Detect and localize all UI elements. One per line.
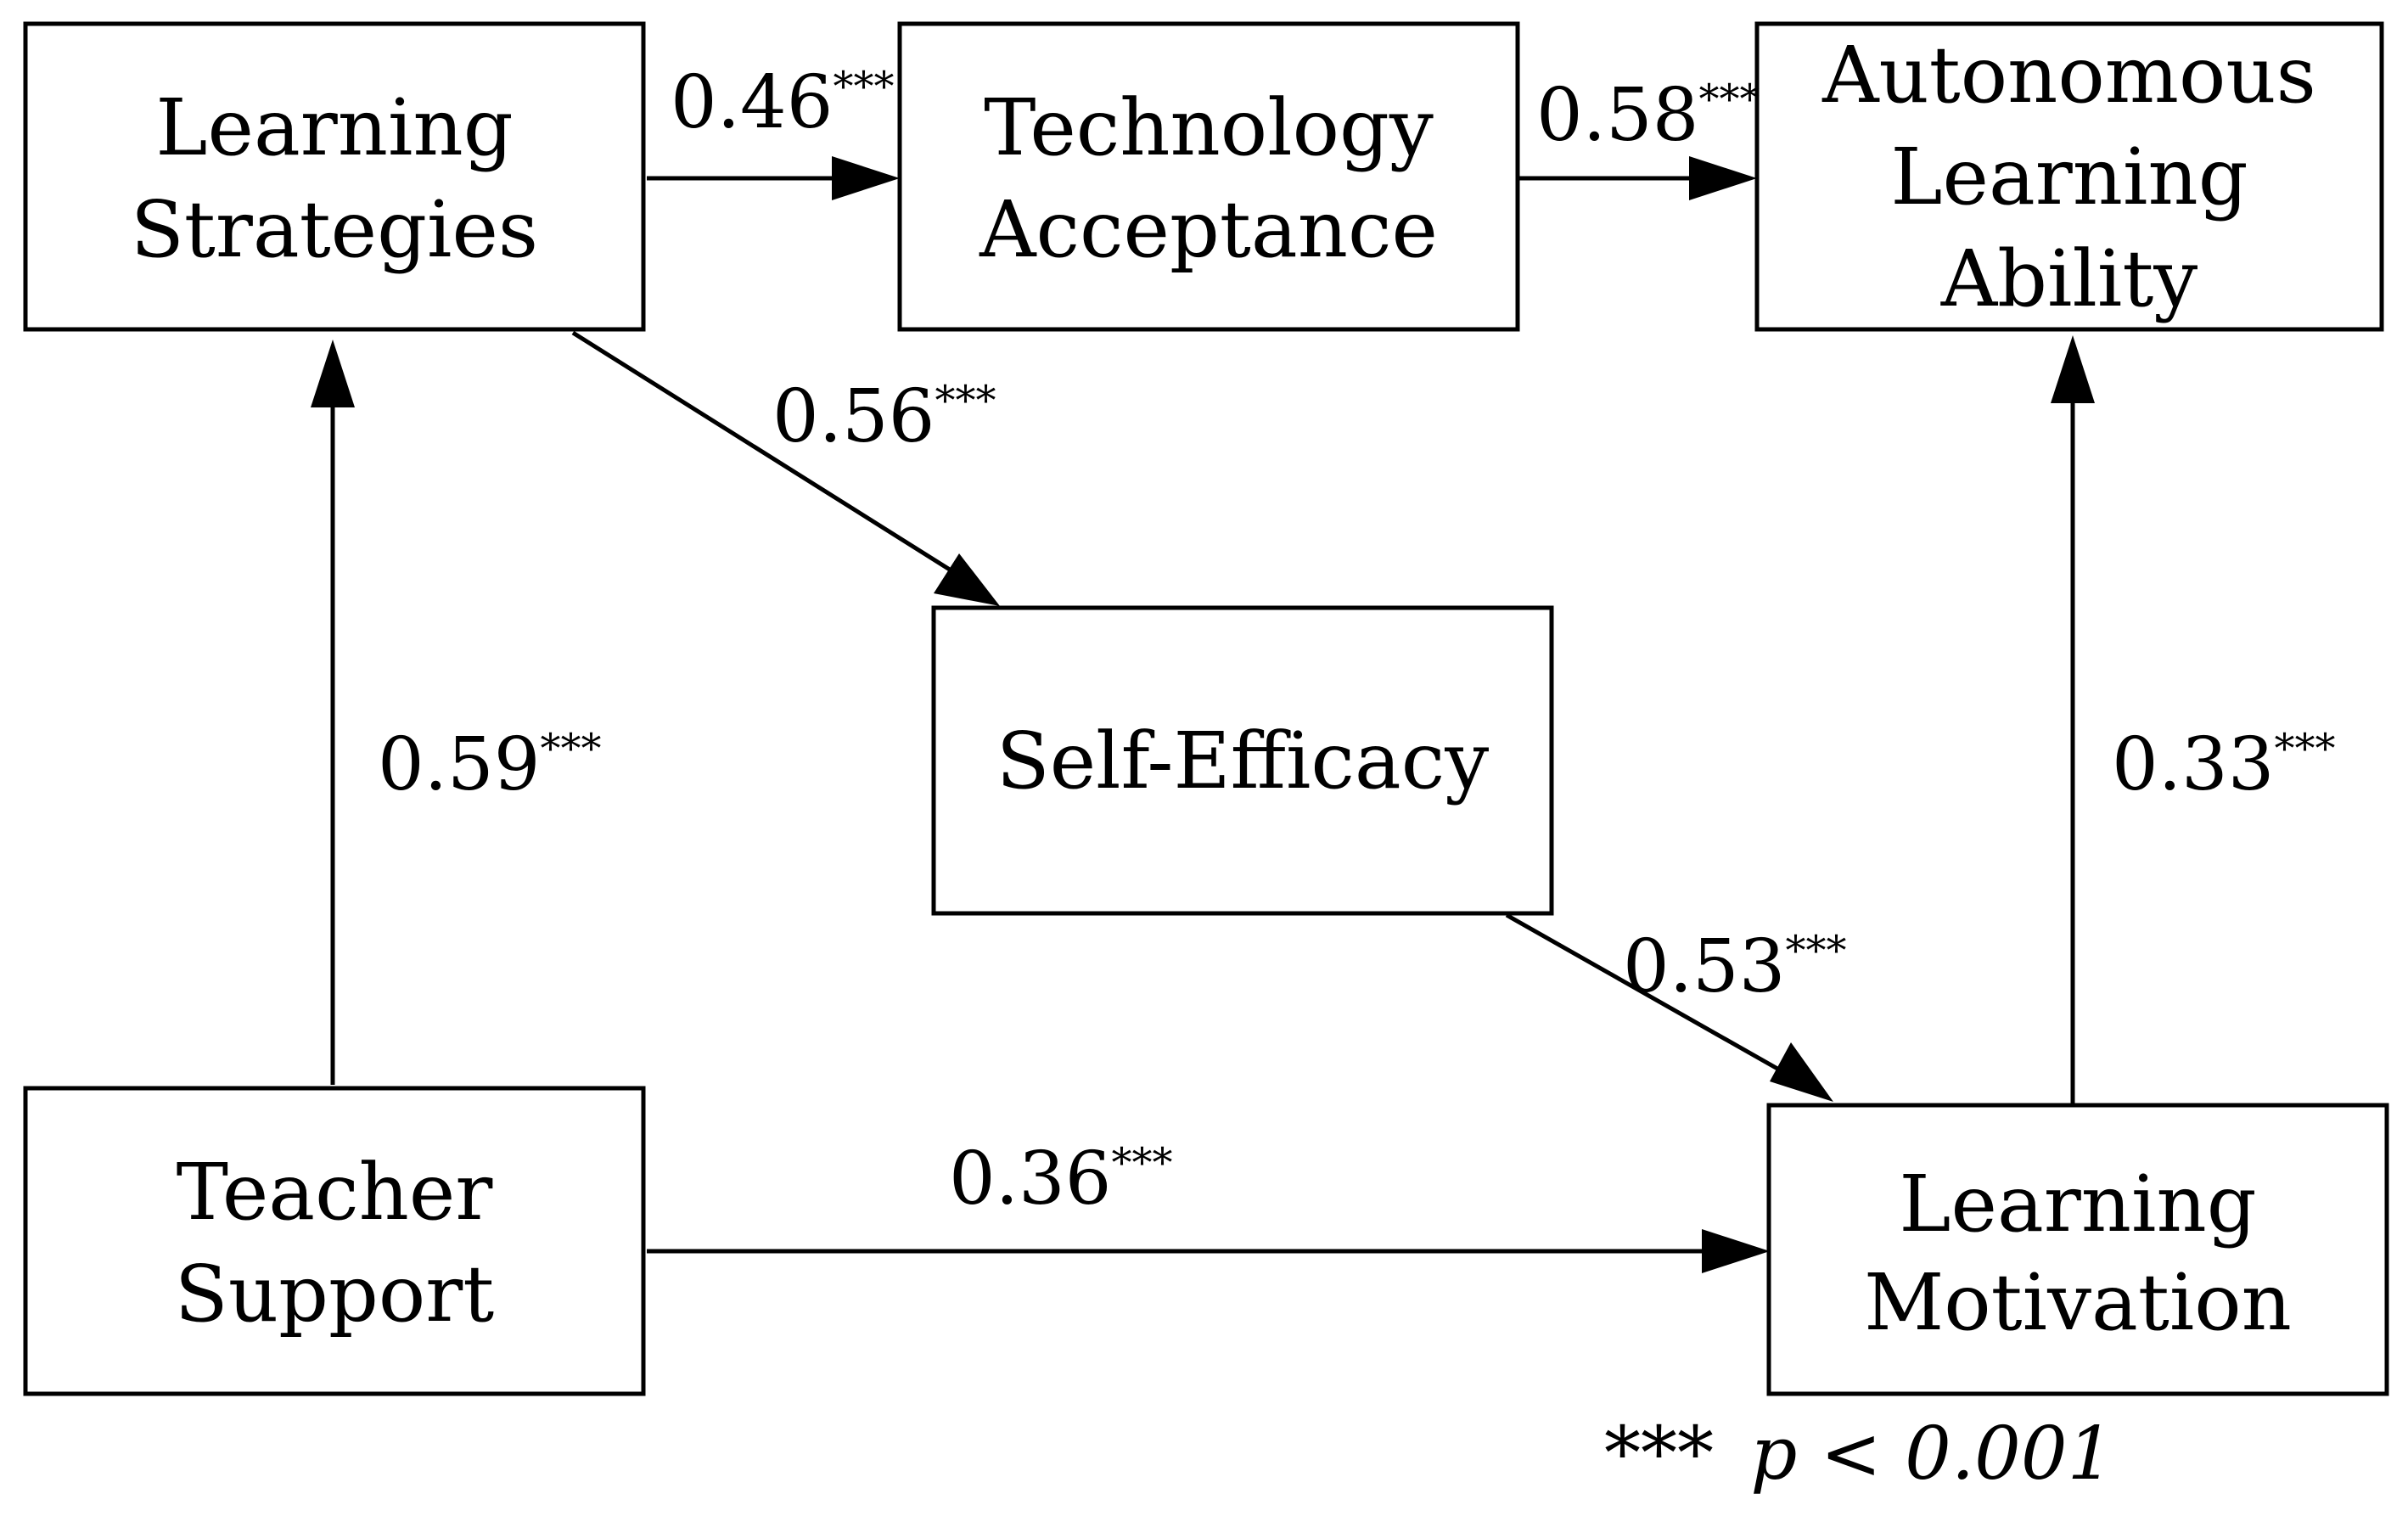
coefficient-value: 0.33 <box>2112 722 2274 807</box>
node-label-line: Autonomous <box>1821 30 2316 121</box>
coefficient-value: 0.58 <box>1536 73 1698 158</box>
coefficient-label-se-lm: 0.53*** <box>1623 924 1846 1009</box>
node-label-line: Learning <box>155 82 513 173</box>
coefficient-label-lm-ala: 0.33*** <box>2112 722 2335 807</box>
coefficient-value: 0.36 <box>949 1137 1111 1221</box>
footnote-stars: *** <box>1604 1412 1714 1496</box>
edge-learning-strategies-to-self-efficacy <box>571 330 1000 606</box>
node-label-line: Strategies <box>131 184 538 275</box>
node-self-efficacy: Self-Efficacy <box>931 605 1554 916</box>
node-label-line: Technology <box>984 82 1434 173</box>
coefficient-label-ts-ls: 0.59*** <box>378 722 601 807</box>
coefficient-value: 0.46 <box>671 60 833 145</box>
edge-teacher-support-to-learning-motivation <box>647 1229 1770 1273</box>
significance-stars: *** <box>1698 76 1760 123</box>
node-teacher-support: Teacher Support <box>23 1086 646 1396</box>
node-label-line: Learning <box>1890 132 2248 222</box>
edge-teacher-support-to-learning-strategies <box>311 340 355 1085</box>
node-autonomous-learning-ability: Autonomous Learning Ability <box>1754 21 2384 332</box>
edge-learning-strategies-to-technology-acceptance <box>647 156 900 200</box>
node-label-line: Ability <box>1940 233 2198 324</box>
edge-technology-acceptance-to-autonomous-learning-ability <box>1519 156 1757 200</box>
node-label-line: Learning <box>1899 1159 2256 1249</box>
coefficient-label-ta-ala: 0.58*** <box>1536 73 1760 158</box>
footnote-text: p < 0.001 <box>1750 1412 2113 1496</box>
edge-learning-motivation-to-autonomous-learning-ability <box>2051 335 2095 1103</box>
node-label-line: Self-Efficacy <box>996 716 1490 806</box>
coefficient-label-ls-ta: 0.46*** <box>671 60 894 145</box>
node-label-line: Acceptance <box>979 184 1438 275</box>
node-label-line: Support <box>175 1249 494 1339</box>
significance-stars: *** <box>833 63 894 110</box>
significance-stars: *** <box>1111 1139 1172 1187</box>
significance-footnote: *** p < 0.001 <box>1604 1412 2113 1496</box>
significance-stars: *** <box>2274 725 2335 772</box>
edge-self-efficacy-to-learning-motivation <box>1505 912 1833 1102</box>
coefficient-value: 0.59 <box>378 722 540 807</box>
significance-stars: *** <box>540 725 601 772</box>
significance-stars: *** <box>935 377 996 424</box>
coefficient-value: 0.53 <box>1623 924 1785 1009</box>
coefficient-value: 0.56 <box>772 374 935 459</box>
node-learning-strategies: Learning Strategies <box>23 21 646 332</box>
coefficient-label-ts-lm: 0.36*** <box>949 1137 1172 1221</box>
significance-stars: *** <box>1785 927 1846 974</box>
node-technology-acceptance: Technology Acceptance <box>897 21 1520 332</box>
node-label-line: Motivation <box>1864 1257 2292 1348</box>
node-learning-motivation: Learning Motivation <box>1766 1103 2389 1396</box>
node-label-line: Teacher <box>177 1147 493 1238</box>
coefficient-label-ls-se: 0.56*** <box>772 374 996 459</box>
